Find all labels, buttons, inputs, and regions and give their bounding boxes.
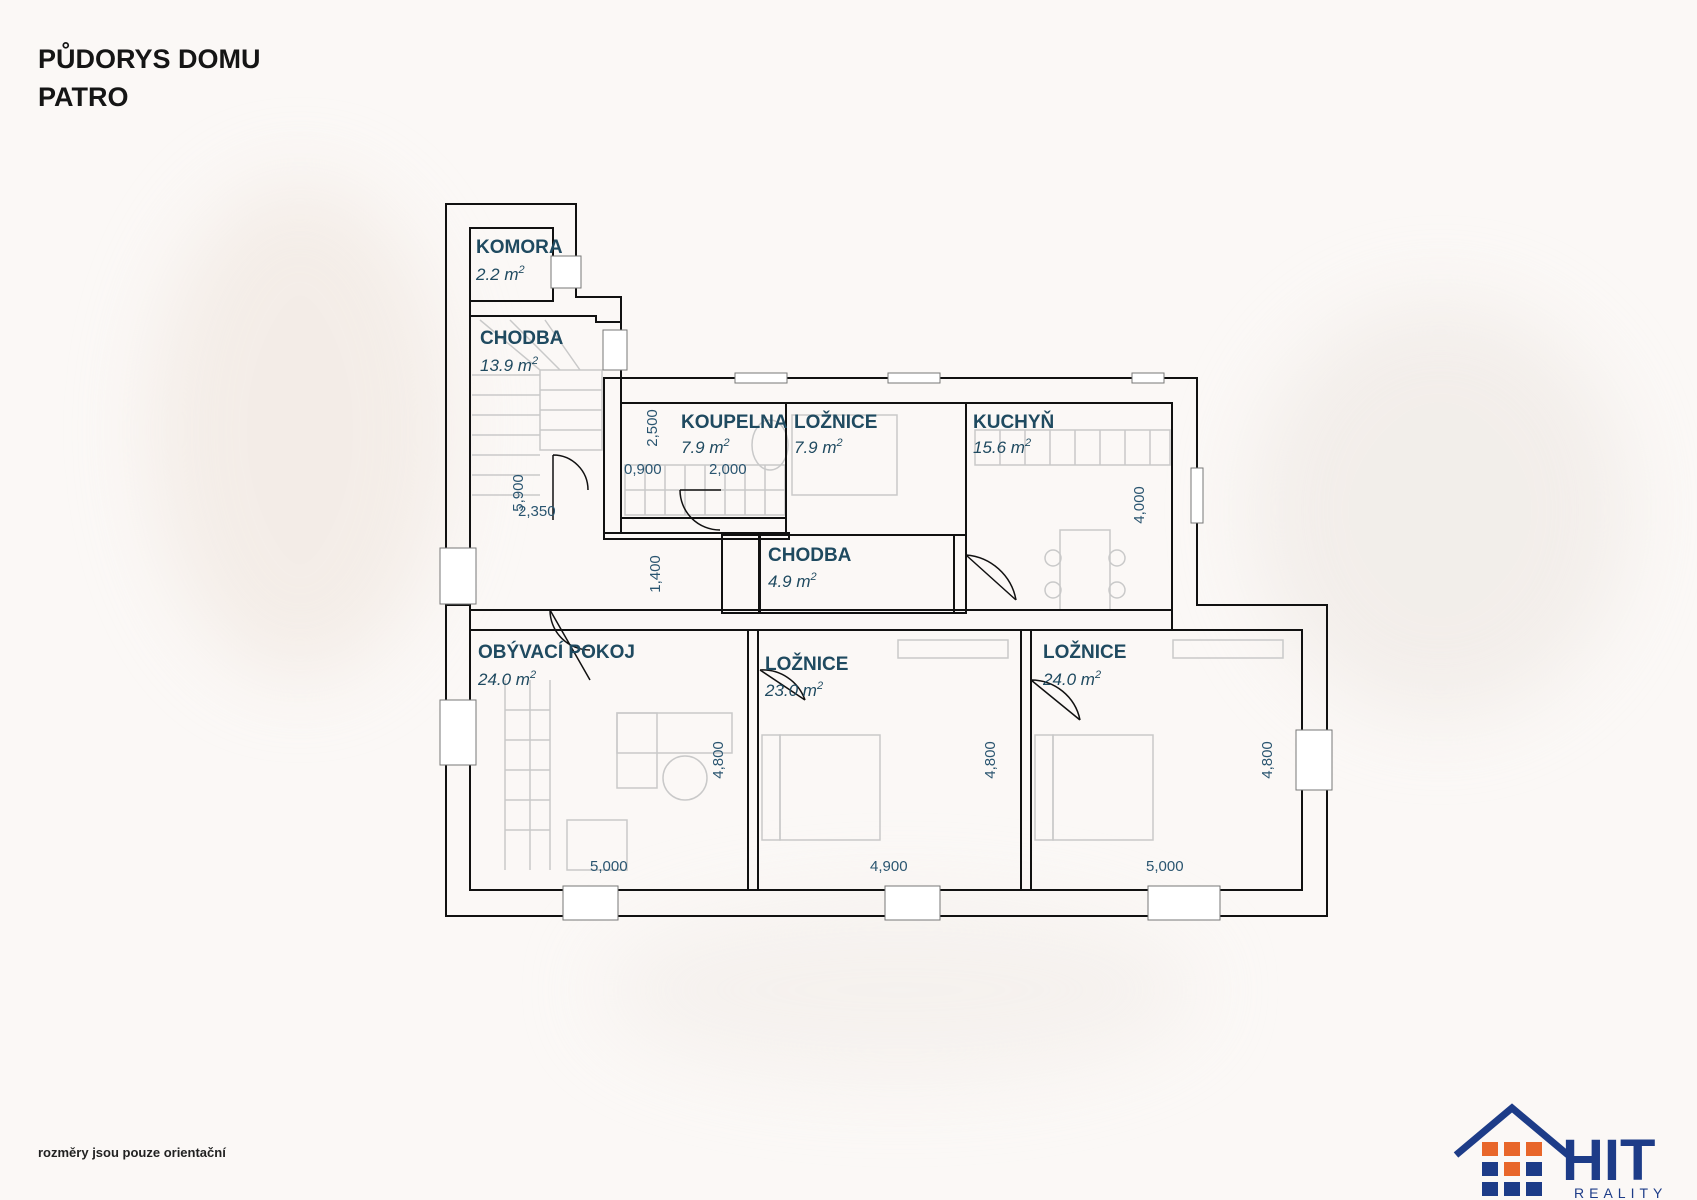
room-name: CHODBA	[768, 545, 852, 566]
room-name: CHODBA	[480, 328, 564, 349]
room-area: 7.9 m2	[794, 437, 843, 457]
logo-square	[1482, 1142, 1498, 1156]
walls-inner	[446, 227, 1302, 891]
hit-reality-logo: HIT REALITY	[1453, 1103, 1667, 1200]
room-loznice-middle: LOŽNICE 23.0 m2	[764, 653, 848, 700]
room-area: 4.9 m2	[768, 571, 817, 591]
double-bed	[761, 639, 1009, 841]
logo-square	[1504, 1142, 1520, 1156]
logo-square	[1482, 1182, 1498, 1196]
room-name: KOMORA	[476, 237, 563, 258]
dimension: 4,800	[710, 741, 727, 779]
logo-square	[1526, 1162, 1542, 1176]
dimension: 0,900	[624, 461, 662, 478]
logo-square	[1526, 1182, 1542, 1196]
dimension: 5,900	[510, 474, 527, 512]
room-loznice-small: LOŽNICE 7.9 m2	[794, 411, 877, 457]
logo-square	[1526, 1142, 1542, 1156]
room-koupelna: KOUPELNA 7.9 m2	[681, 412, 788, 457]
bed	[791, 414, 898, 496]
room-name: LOŽNICE	[1043, 641, 1126, 663]
background-blob	[600, 900, 1200, 1080]
logo-brand-name: HIT	[1562, 1128, 1655, 1193]
dimension: 2,350	[518, 503, 556, 520]
room-name: OBÝVACÍ POKOJ	[478, 641, 635, 663]
windows	[439, 255, 1333, 921]
room-name: KUCHYŇ	[973, 411, 1054, 433]
background-blob	[1250, 300, 1630, 720]
walls	[445, 203, 1328, 917]
dimension: 4,900	[870, 858, 908, 875]
room-area: 7.9 m2	[681, 437, 730, 457]
room-area: 15.6 m2	[973, 437, 1031, 457]
room-kuchyn: KUCHYŇ 15.6 m2	[973, 411, 1054, 457]
page-title: PŮDORYS DOMU PATRO	[38, 40, 261, 116]
doors	[549, 454, 1081, 721]
dimension: 5,000	[590, 858, 628, 875]
furniture	[472, 319, 1284, 871]
room-chodba-hall: CHODBA 4.9 m2	[768, 545, 852, 591]
background-blob	[150, 180, 450, 680]
dimension-labels: 5,900 2,350 2,500 0,900 2,000 4,000 1,40…	[510, 409, 1276, 875]
room-area: 13.9 m2	[480, 355, 538, 375]
room-name: LOŽNICE	[794, 411, 877, 433]
room-area: 24.0 m2	[1042, 669, 1101, 689]
room-name: KOUPELNA	[681, 412, 788, 433]
dimension: 4,000	[1131, 486, 1148, 524]
room-loznice-right: LOŽNICE 24.0 m2	[1042, 641, 1126, 689]
logo-square	[1504, 1162, 1520, 1176]
room-area: 24.0 m2	[477, 669, 536, 689]
dimension: 2,000	[709, 461, 747, 478]
room-name: LOŽNICE	[765, 653, 848, 675]
room-area: 2.2 m2	[475, 264, 525, 284]
logo-tagline: REALITY	[1574, 1185, 1667, 1200]
dimension: 1,400	[647, 555, 664, 593]
logo-square	[1482, 1162, 1498, 1176]
dimension: 2,500	[644, 409, 661, 447]
dimension: 4,800	[1259, 741, 1276, 779]
dimensions-note: rozměry jsou pouze orientační	[38, 1145, 226, 1160]
room-obyvaci-pokoj: OBÝVACÍ POKOJ 24.0 m2	[477, 641, 635, 689]
title-line-2: PATRO	[38, 82, 129, 112]
room-chodba-stairs: CHODBA 13.9 m2	[480, 328, 564, 375]
room-komora: KOMORA 2.2 m2	[475, 237, 563, 284]
house-roof-icon	[1453, 1103, 1571, 1158]
staircase	[472, 319, 603, 496]
double-bed	[1034, 639, 1284, 841]
logo-square	[1504, 1182, 1520, 1196]
title-line-1: PŮDORYS DOMU	[38, 44, 261, 74]
dimension: 5,000	[1146, 858, 1184, 875]
dimension: 4,800	[982, 741, 999, 779]
room-area: 23.0 m2	[764, 680, 823, 700]
living-room-furniture	[504, 680, 733, 871]
